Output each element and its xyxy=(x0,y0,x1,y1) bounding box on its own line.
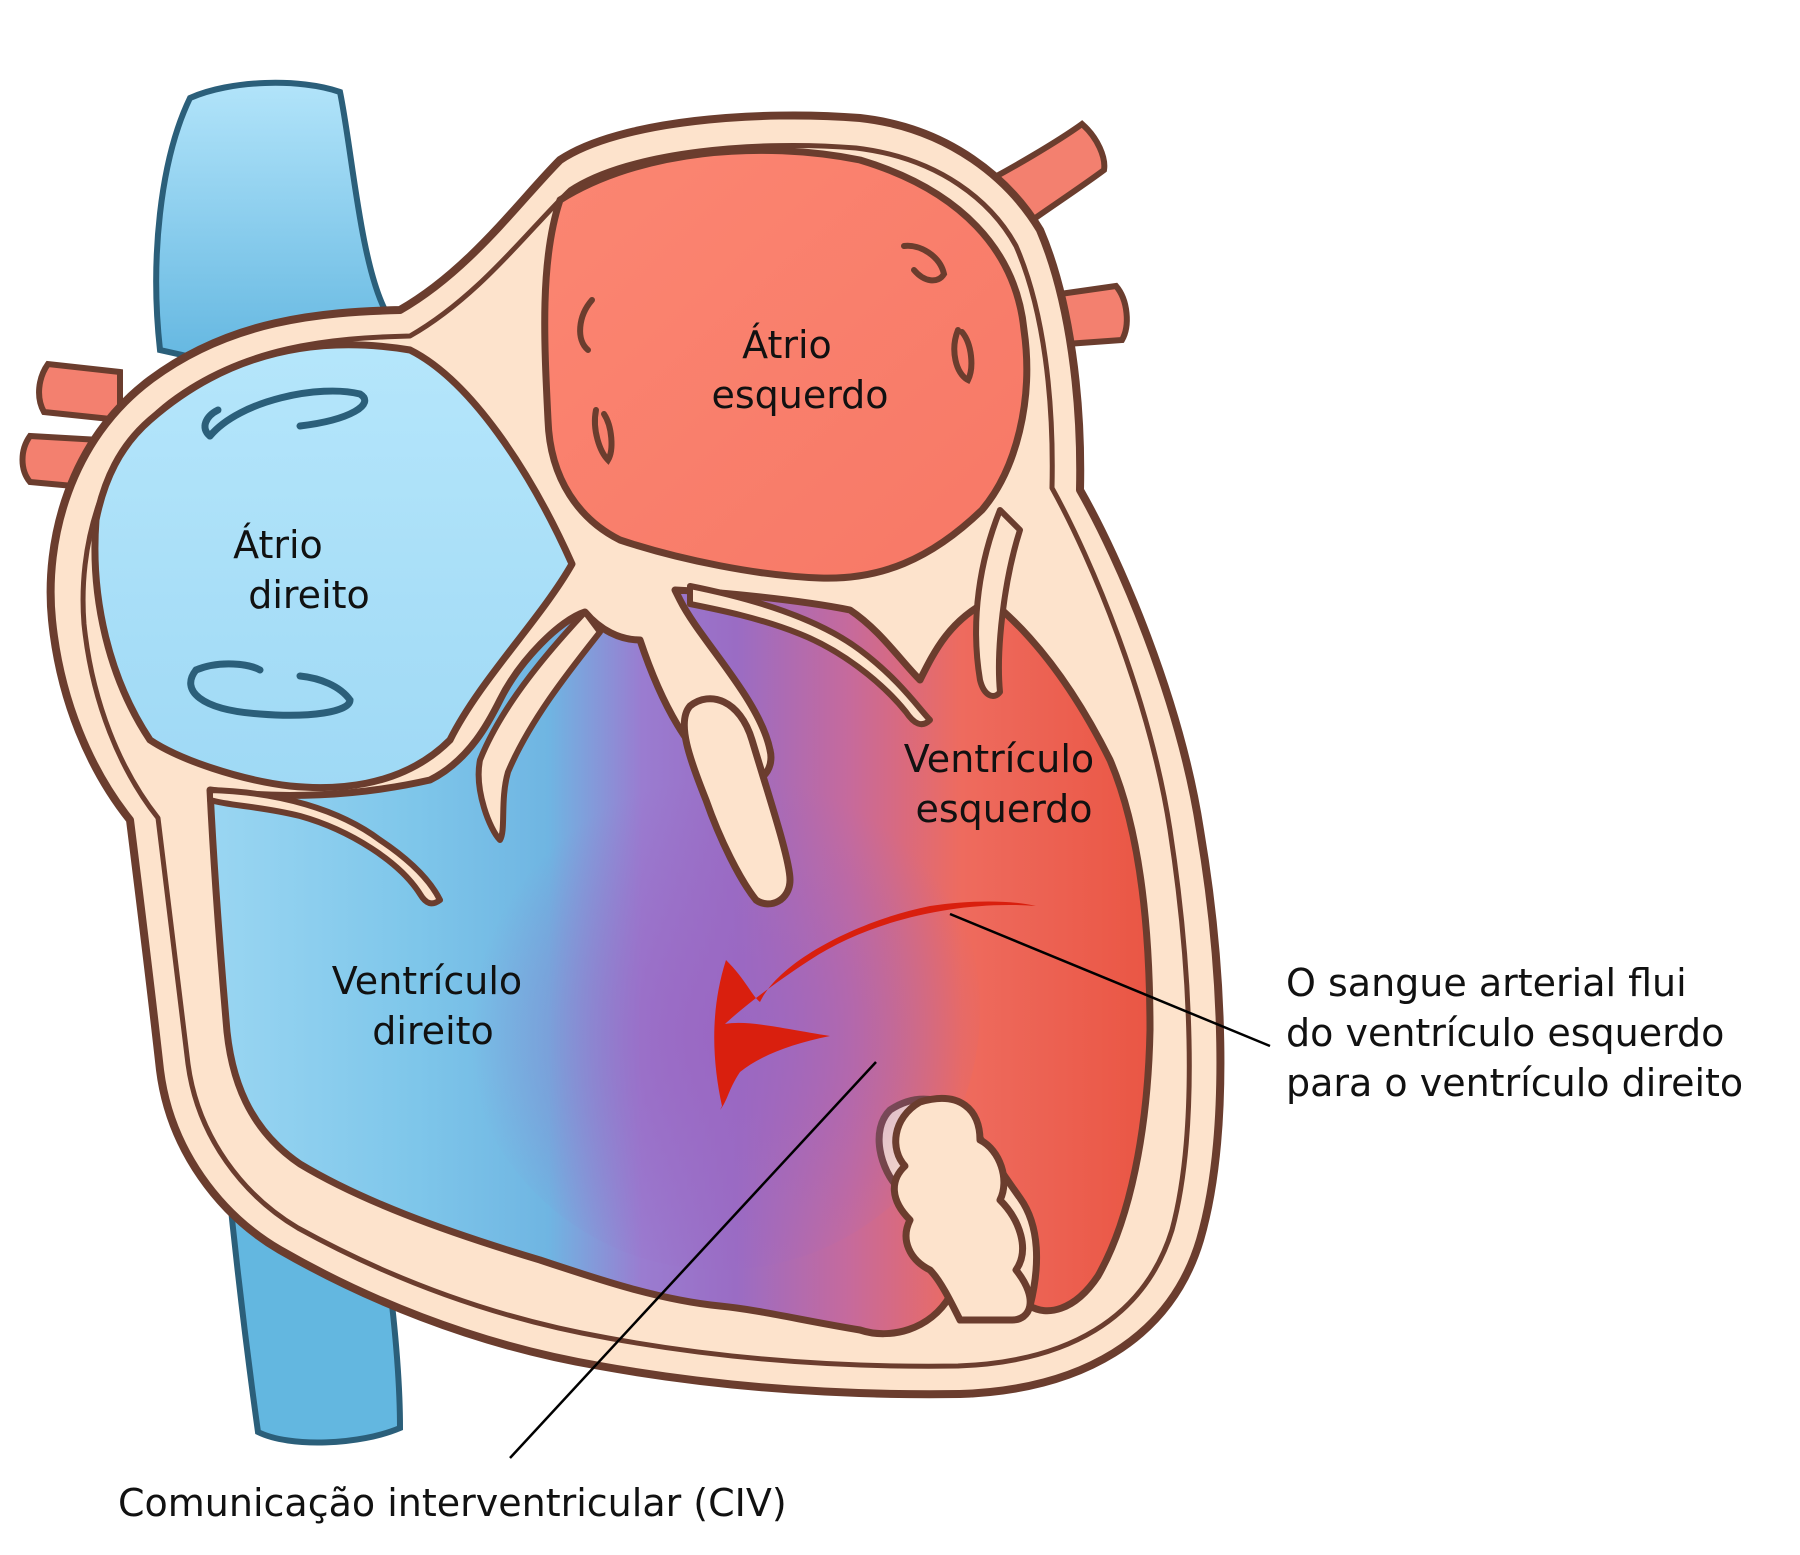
flow-leader-line xyxy=(949,912,1271,1048)
ivc-opening-mark xyxy=(187,666,354,719)
mitral-chordae xyxy=(687,583,933,728)
pv-opening-right-upper xyxy=(901,242,948,284)
right-ventricle-label: Ventrículo direito xyxy=(332,959,534,1053)
right-atrium-label: Átrio direito xyxy=(233,523,370,617)
tricuspid-chordae xyxy=(207,787,443,907)
papillary-muscle xyxy=(680,695,794,908)
tricuspid-chordae-2 xyxy=(475,609,603,843)
heart-wall-inner-outline xyxy=(80,142,1192,1369)
ivc-opening-mark-2 xyxy=(192,660,264,674)
defect-leader-line xyxy=(509,1061,877,1459)
pulmonary-vein-upper-left xyxy=(36,360,123,424)
left-ventricle-label: Ventrículo esquerdo xyxy=(904,737,1106,831)
pv-opening-right-lower xyxy=(951,327,975,385)
pulmonary-vein-lower-right xyxy=(1056,282,1130,348)
svc-opening-mark xyxy=(206,387,369,440)
flow-note-label: O sangue arterial flui do ventrículo esq… xyxy=(1286,961,1743,1105)
svc-opening-mark-2 xyxy=(201,406,222,440)
apical-trabeculae xyxy=(890,1094,1034,1324)
right-atrium-chamber xyxy=(91,341,576,792)
mitral-chordae-2 xyxy=(973,507,1023,699)
superior-vena-cava xyxy=(153,79,390,374)
defect-label: Comunicação interventricular (CIV) xyxy=(118,1481,787,1525)
pv-opening-left-lower xyxy=(592,407,615,465)
left-atrium-label: Átrio esquerdo xyxy=(711,323,888,417)
pv-opening-left-upper xyxy=(577,297,595,353)
left-atrium-chamber xyxy=(541,146,1031,582)
